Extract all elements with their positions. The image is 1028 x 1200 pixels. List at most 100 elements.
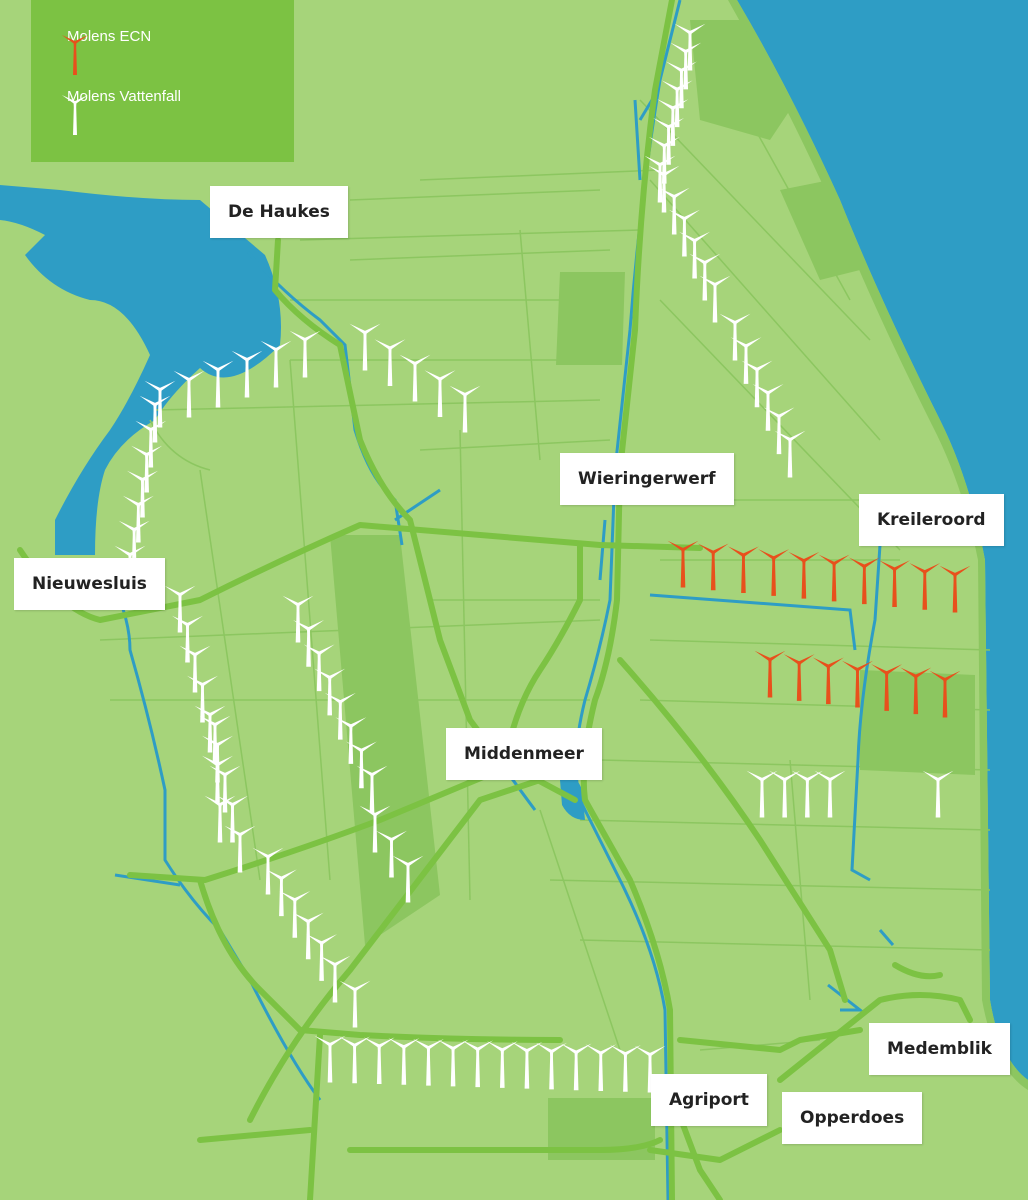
vattenfall-turbine-icon — [187, 675, 218, 723]
ecn-turbine-icon — [727, 546, 759, 594]
place-label-de-haukes: De Haukes — [210, 186, 348, 238]
vattenfall-turbine-icon — [122, 495, 154, 543]
vattenfall-turbine-icon — [511, 1041, 543, 1089]
vattenfall-turbine-icon — [131, 445, 163, 493]
ecn-turbine-icon — [783, 654, 815, 701]
vattenfall-turbine-icon — [560, 1043, 592, 1091]
vattenfall-turbine-icon — [661, 80, 693, 128]
ecn-turbine-icon — [758, 549, 790, 596]
vattenfall-turbine-icon — [670, 42, 702, 90]
vattenfall-turbine-icon — [679, 231, 711, 279]
field-dark-6 — [780, 180, 860, 280]
vattenfall-turbine-icon — [314, 668, 346, 716]
place-label-wieringerwerf: Wieringerwerf — [560, 453, 734, 505]
vattenfall-turbine-icon — [173, 370, 205, 418]
vattenfall-turbine-icon — [674, 23, 706, 71]
vattenfall-turbine-icon — [359, 805, 391, 853]
vattenfall-turbine-icon — [392, 855, 424, 903]
place-label-medemblik: Medemblik — [869, 1023, 1010, 1075]
vattenfall-turbine-icon — [374, 339, 406, 386]
vattenfall-turbine-icon — [324, 692, 356, 740]
vattenfall-turbine-icon — [653, 118, 685, 165]
field-dark-5 — [690, 20, 790, 140]
vattenfall-turbine-icon — [774, 430, 806, 478]
vattenfall-turbine-icon — [224, 825, 256, 873]
ecn-turbine-icon — [788, 551, 820, 599]
vattenfall-turbine-icon — [699, 275, 731, 323]
ecn-turbine-icon — [697, 543, 729, 591]
vattenfall-turbine-icon — [139, 395, 171, 443]
ecn-turbine-icon — [900, 667, 932, 715]
field-dark-3 — [860, 670, 975, 775]
vattenfall-turbine-icon — [658, 187, 690, 235]
ecn-turbine-icon — [848, 557, 880, 605]
vattenfall-turbine-icon — [356, 765, 388, 813]
wind-turbine-icon — [61, 34, 89, 75]
vattenfall-turbine-icon — [814, 770, 846, 818]
ecn-turbine-icon — [754, 650, 786, 698]
vattenfall-turbine-icon — [376, 830, 407, 878]
vattenfall-turbine-icon — [922, 770, 954, 818]
legend: Molens ECN Molens Vattenfall — [31, 0, 294, 162]
legend-label: Molens Vattenfall — [67, 88, 181, 105]
vattenfall-turbine-icon — [265, 869, 297, 917]
vattenfall-turbine-icon — [319, 955, 351, 1003]
vattenfall-turbine-icon — [164, 585, 196, 633]
vattenfall-turbine-icon — [413, 1038, 444, 1086]
vattenfall-turbine-icon — [363, 1037, 395, 1085]
vattenfall-turbine-icon — [144, 380, 176, 428]
vattenfall-turbine-icon — [345, 741, 377, 789]
vattenfall-turbine-icon — [462, 1040, 494, 1088]
ecn-turbine-icon — [812, 657, 844, 705]
vattenfall-turbine-icon — [585, 1044, 617, 1091]
vattenfall-turbine-icon — [449, 385, 481, 433]
vattenfall-turbine-icon — [293, 620, 325, 667]
vattenfall-turbine-icon — [741, 360, 773, 408]
place-label-kreileroord: Kreileroord — [859, 494, 1004, 546]
legend-item-ecn: Molens ECN — [53, 28, 152, 75]
vattenfall-turbine-icon — [282, 595, 314, 643]
vattenfall-turbine-icon — [536, 1042, 567, 1090]
legend-item-vattenfall: Molens Vattenfall — [53, 88, 181, 135]
vattenfall-turbine-icon — [172, 615, 203, 663]
field-lines — [99, 29, 991, 1051]
vattenfall-turbine-icon — [668, 209, 700, 257]
vattenfall-turbine-icon — [424, 370, 456, 417]
vattenfall-turbine-icon — [202, 755, 233, 803]
vattenfall-turbine-icon — [689, 253, 721, 301]
vattenfall-turbine-icon — [289, 330, 321, 378]
field-dark-4 — [548, 1098, 655, 1160]
vattenfall-turbine-icon — [665, 61, 697, 109]
vattenfall-turbine-icon — [486, 1041, 518, 1088]
vattenfall-turbine-icon — [335, 717, 367, 764]
vattenfall-turbine-icon — [204, 795, 236, 843]
vattenfall-turbine-icon — [179, 645, 211, 693]
vattenfall-turbine-icon — [279, 890, 311, 938]
ecn-turbine-icon — [842, 660, 873, 708]
vattenfall-turbine-icon — [399, 354, 431, 402]
vattenfall-turbine-icon — [303, 644, 335, 692]
legend-label: Molens ECN — [67, 28, 152, 45]
vattenfall-turbine-icon — [719, 313, 751, 361]
place-label-agriport: Agriport — [651, 1074, 767, 1126]
ecn-turbine-icon — [939, 565, 971, 613]
place-label-middenmeer: Middenmeer — [446, 728, 602, 780]
vattenfall-turbine-icon — [194, 705, 226, 753]
ecn-turbine-icon — [909, 562, 941, 610]
vattenfall-turbine-icon — [199, 715, 231, 763]
vattenfall-turbine-icon — [231, 350, 263, 398]
vattenfall-turbine-icon — [339, 980, 371, 1028]
vattenfall-turbine-icon — [648, 165, 680, 213]
ecn-turbine-icon — [879, 560, 911, 607]
vattenfall-turbine-icon — [314, 1035, 346, 1083]
vattenfall-turbine-icon — [339, 1036, 371, 1084]
vattenfall-turbine-icon — [752, 383, 784, 431]
lake — [0, 185, 281, 555]
wind-turbine-icon — [61, 94, 89, 135]
field-dark-2 — [330, 535, 440, 945]
vattenfall-turbine-icon — [609, 1045, 641, 1092]
ecn-turbine-icon — [871, 664, 903, 711]
ecn-turbine-icon — [667, 540, 699, 588]
vattenfall-turbine-icon — [349, 323, 381, 371]
